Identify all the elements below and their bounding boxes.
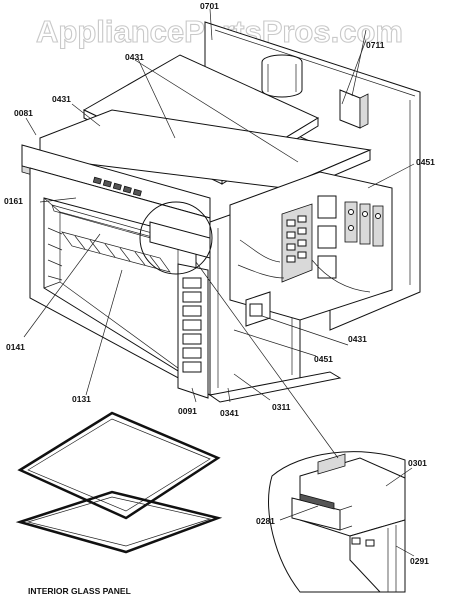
label-0141: 0141	[6, 342, 25, 352]
rack-guides-left	[47, 227, 63, 281]
label-0341: 0341	[220, 408, 239, 418]
part-labels: 0701 0431 0711 0081 0431 0451 0161 0431 …	[4, 1, 435, 566]
leader-lines	[23, 8, 415, 557]
label-0301: 0301	[408, 458, 427, 468]
relay-board	[281, 203, 313, 283]
label-0451-mid: 0451	[314, 354, 333, 364]
label-0291: 0291	[410, 556, 429, 566]
label-0091: 0091	[178, 406, 197, 416]
interior-glass-panel-upper	[17, 411, 221, 520]
label-0711: 0711	[366, 40, 385, 50]
label-0161: 0161	[4, 196, 23, 206]
label-0081: 0081	[14, 108, 33, 118]
detail-inset	[268, 451, 406, 593]
interior-glass-panel-lower	[15, 490, 223, 554]
label-0131: 0131	[72, 394, 91, 404]
display-window	[149, 221, 211, 259]
oven-rack	[61, 231, 171, 273]
label-0281: 0281	[256, 516, 275, 526]
side-trim	[177, 263, 209, 399]
bracket-0711	[339, 89, 369, 129]
label-0451-right: 0451	[416, 157, 435, 167]
label-0701: 0701	[200, 1, 219, 11]
blower-motor	[261, 54, 303, 98]
label-0431-mid: 0431	[348, 334, 367, 344]
vent-slots	[182, 277, 202, 373]
label-0431-left: 0431	[52, 94, 71, 104]
relays	[317, 195, 384, 279]
label-0311: 0311	[272, 402, 291, 412]
electrical-compartment	[229, 171, 393, 327]
detail-circle	[139, 201, 213, 275]
base-tray	[208, 371, 342, 403]
label-0431-top: 0431	[125, 52, 144, 62]
caption-interior-glass-panel: INTERIOR GLASS PANEL	[28, 586, 131, 596]
